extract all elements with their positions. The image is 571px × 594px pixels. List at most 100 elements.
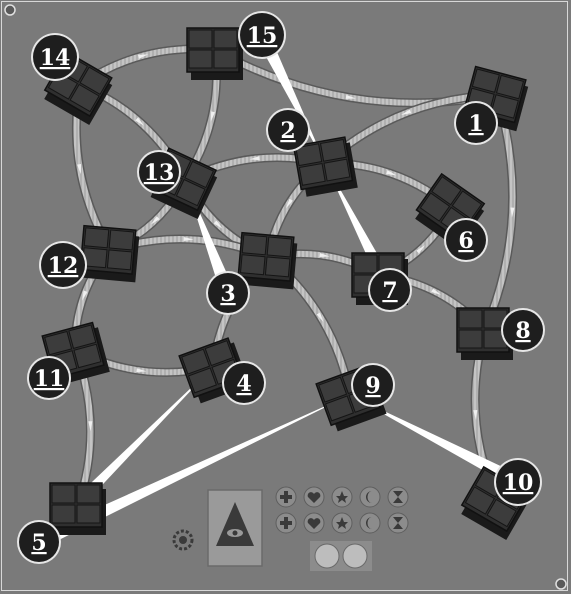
rail-direction-arrow: [88, 421, 93, 432]
pointer-wedge: [36, 395, 351, 549]
location-badge-4[interactable]: 4: [222, 361, 266, 405]
cross-icon[interactable]: [275, 512, 297, 534]
pointers-layer: [34, 31, 522, 549]
location-badge-8[interactable]: 8: [501, 308, 545, 352]
rail-direction-arrow: [213, 220, 223, 229]
building-tile: [188, 29, 213, 49]
star-icon[interactable]: [331, 486, 353, 508]
building-tile: [486, 498, 517, 528]
token-circle[interactable]: [342, 543, 368, 569]
location-number: 15: [247, 23, 278, 49]
badge-disc: [208, 273, 248, 313]
badge-disc: [41, 243, 85, 287]
rail-direction-arrow: [416, 245, 425, 254]
building-tile: [323, 158, 351, 182]
badge-disc: [224, 363, 264, 403]
location-number: 3: [220, 281, 235, 307]
location-number: 13: [144, 160, 175, 186]
heart-icon[interactable]: [303, 512, 325, 534]
building-2[interactable]: [292, 136, 358, 197]
location-badge-6[interactable]: 6: [444, 218, 488, 262]
location-number: 8: [515, 318, 530, 344]
location-number: 10: [503, 470, 534, 496]
location-badge-12[interactable]: 12: [39, 241, 87, 289]
building-tile: [458, 309, 483, 329]
rail-direction-arrow: [150, 216, 160, 225]
building-tile: [419, 192, 451, 222]
symbol-row-2: [275, 512, 409, 534]
rail-direction-arrow: [285, 198, 293, 209]
location-badge-10[interactable]: 10: [494, 458, 542, 506]
location-badge-15[interactable]: 15: [238, 11, 286, 59]
building-tile: [295, 143, 323, 167]
badge-disc: [370, 270, 410, 310]
building-tile: [76, 504, 101, 524]
building-tile: [490, 94, 519, 119]
building-tile: [69, 83, 100, 113]
location-badge-11[interactable]: 11: [27, 356, 71, 400]
location-number: 4: [236, 371, 251, 397]
moon-icon[interactable]: [359, 512, 381, 534]
location-badge-3[interactable]: 3: [206, 271, 250, 315]
building-tile: [213, 29, 238, 49]
building-tile: [266, 236, 293, 258]
cross-icon[interactable]: [275, 486, 297, 508]
location-number: 7: [382, 278, 397, 304]
moon-icon[interactable]: [359, 486, 381, 508]
location-badge-2[interactable]: 2: [266, 108, 310, 152]
token-circle[interactable]: [314, 543, 340, 569]
location-number: 14: [40, 45, 71, 71]
building-tile: [431, 176, 462, 206]
rail-direction-arrow: [386, 170, 397, 176]
corner-screw-icon: [555, 578, 567, 590]
rail-direction-arrow: [136, 368, 147, 373]
location-badge-14[interactable]: 14: [31, 33, 79, 81]
location-number: 6: [458, 228, 473, 254]
building-3[interactable]: [237, 231, 298, 290]
building-tile: [264, 256, 291, 278]
token-row: [310, 541, 372, 571]
building-tile: [495, 74, 525, 100]
building-tile: [471, 68, 500, 93]
rail-direction-arrow: [401, 109, 412, 115]
rail-direction-arrow: [249, 156, 260, 161]
building-1[interactable]: [462, 65, 530, 132]
legend-panel: [4, 4, 567, 590]
badge-disc: [353, 365, 393, 405]
location-badge-13[interactable]: 13: [137, 150, 181, 194]
rail-direction-arrow: [316, 312, 324, 323]
building-5[interactable]: [49, 482, 106, 535]
symbol-row-1: [275, 486, 409, 508]
building-tile: [353, 254, 378, 274]
badge-disc: [456, 103, 496, 143]
building-tile: [108, 229, 135, 251]
building-tile: [188, 49, 213, 69]
location-badge-7[interactable]: 7: [368, 268, 412, 312]
rail-direction-arrow: [135, 117, 145, 126]
corner-screw-icon: [4, 4, 16, 16]
badge-disc: [19, 522, 59, 562]
star-icon[interactable]: [331, 512, 353, 534]
heart-icon[interactable]: [303, 486, 325, 508]
rail-direction-arrow: [319, 252, 330, 257]
rail-direction-arrow: [183, 237, 194, 242]
objective-card[interactable]: [207, 489, 263, 567]
location-badge-5[interactable]: 5: [17, 520, 61, 564]
building-8[interactable]: [456, 307, 513, 360]
rail-direction-arrow: [82, 290, 88, 301]
hourglass-icon[interactable]: [387, 512, 409, 534]
building-tile: [204, 340, 234, 367]
building-12[interactable]: [79, 224, 140, 283]
building-15[interactable]: [186, 27, 243, 80]
badge-disc: [29, 358, 69, 398]
hourglass-icon[interactable]: [387, 486, 409, 508]
building-tile: [184, 160, 215, 189]
eye-pyramid-icon: [216, 502, 254, 546]
gear-icon[interactable]: [172, 529, 194, 551]
building-tile: [464, 486, 496, 515]
location-badge-1[interactable]: 1: [454, 101, 498, 145]
location-badge-9[interactable]: 9: [351, 363, 395, 407]
